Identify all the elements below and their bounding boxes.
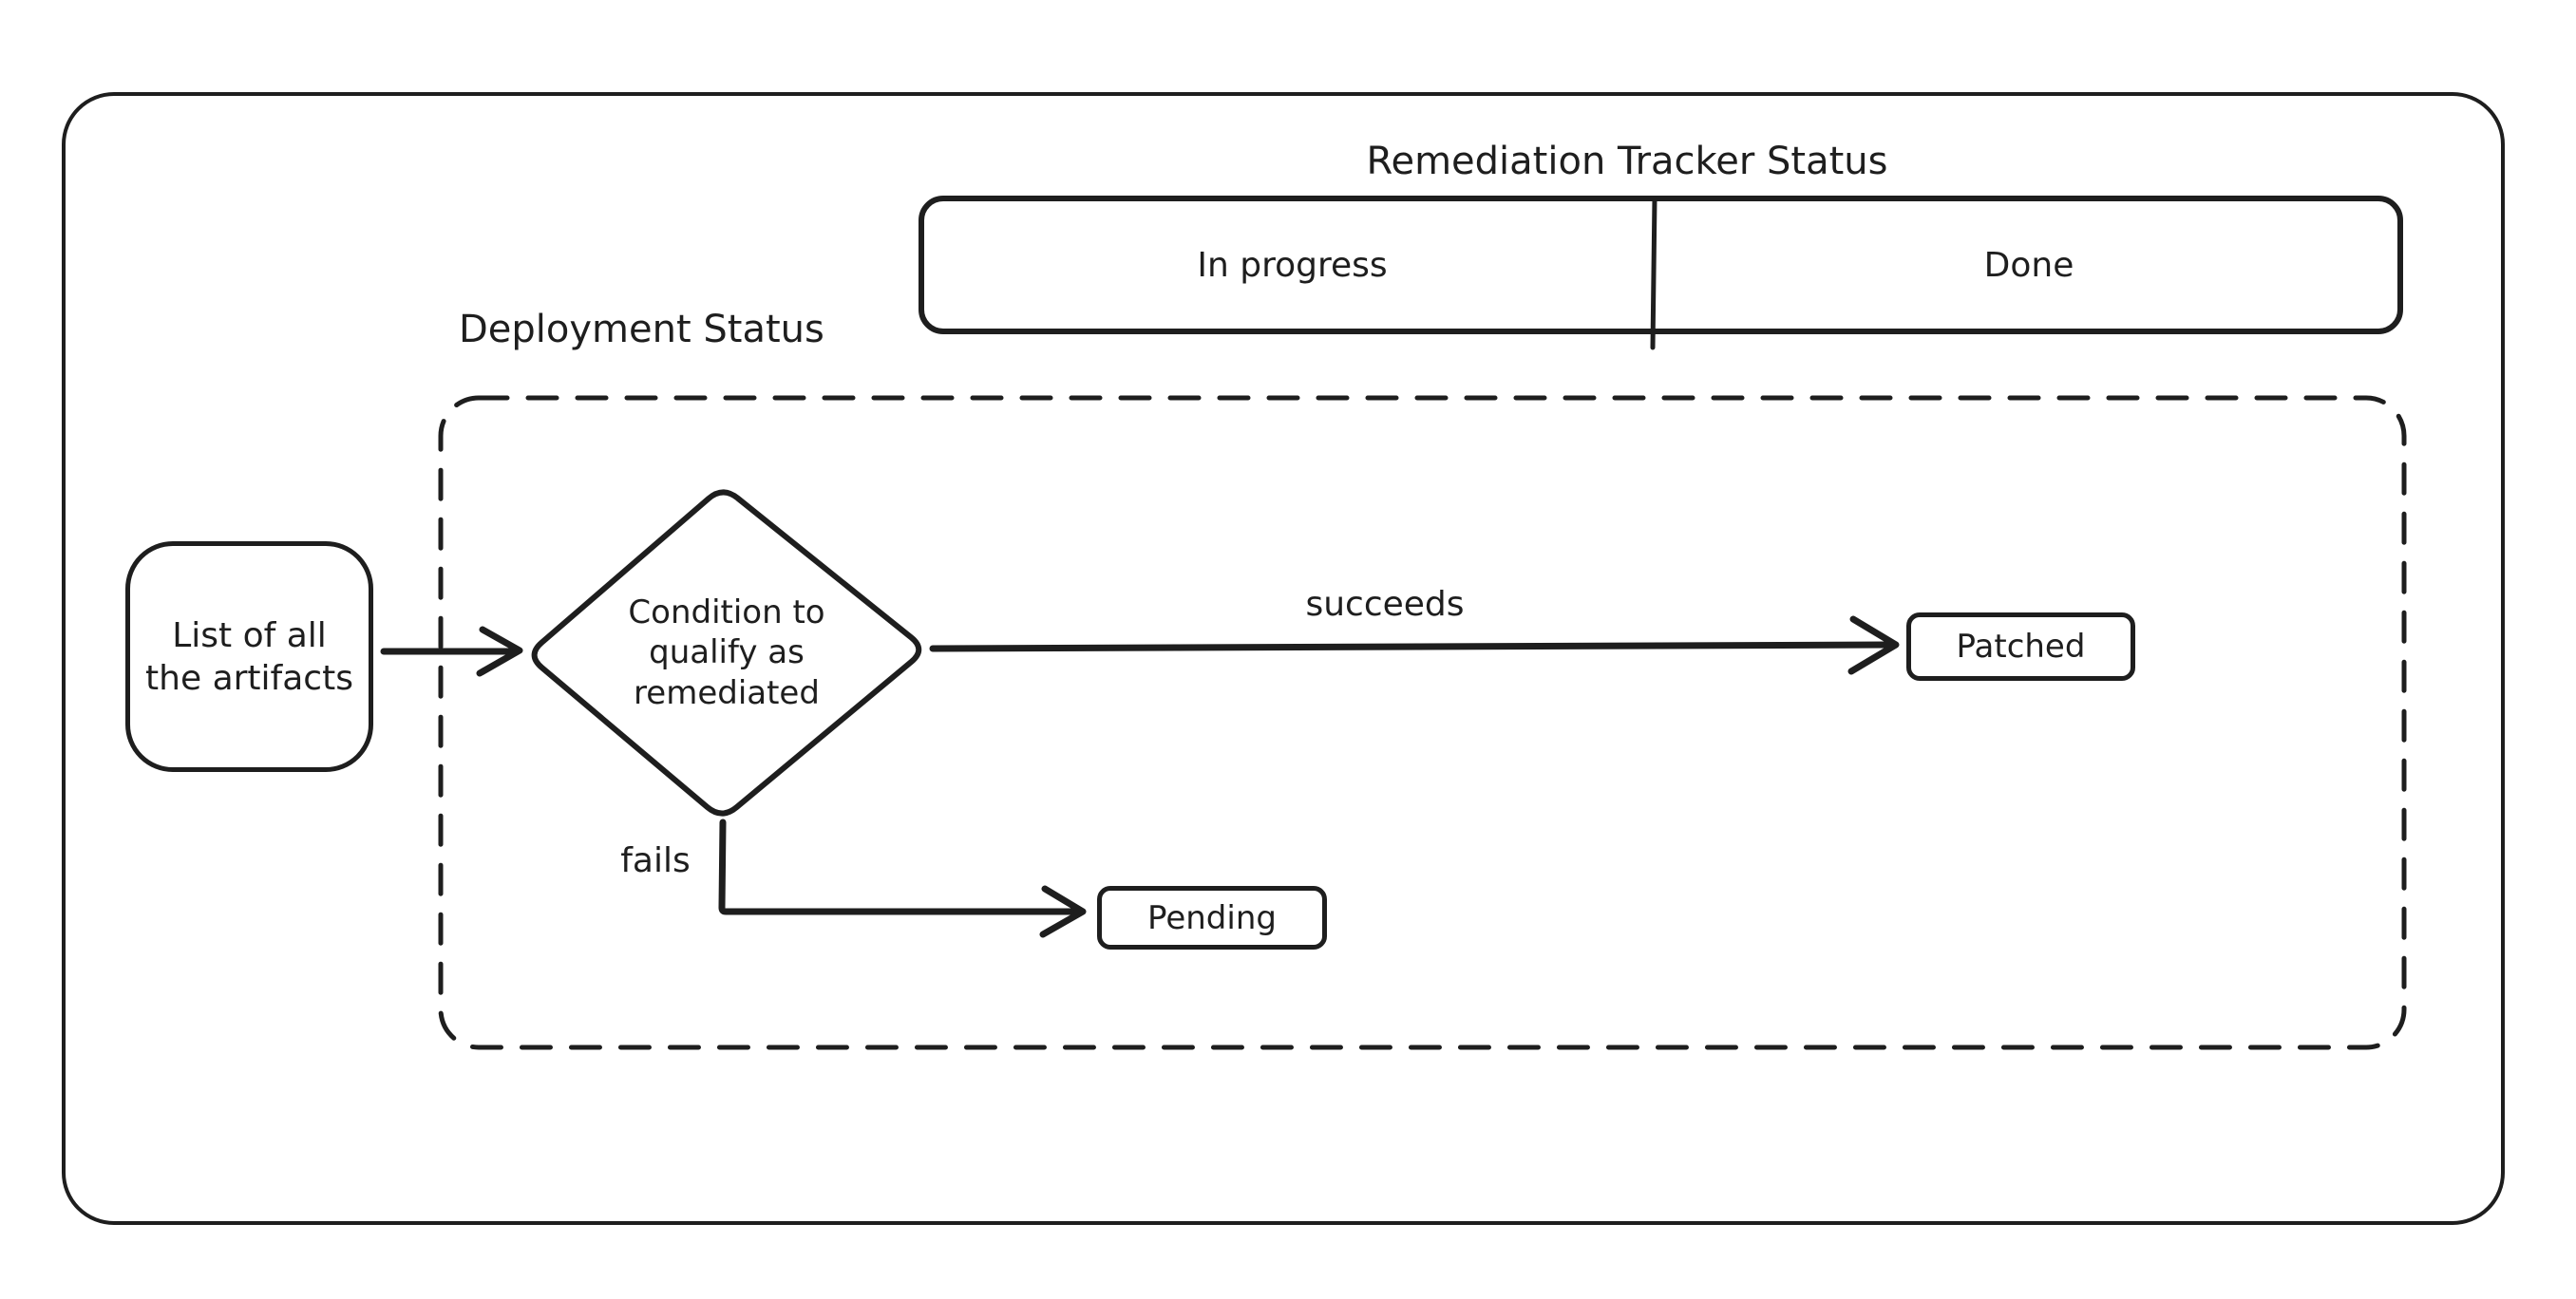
- patched-node-label: Patched: [1956, 628, 2086, 666]
- pending-node: Pending: [1097, 886, 1327, 950]
- tracker-cell-done: Done: [1660, 201, 2397, 329]
- tracker-cell-in-progress-label: In progress: [1197, 245, 1388, 285]
- artifacts-source-label: List of all the artifacts: [145, 615, 353, 698]
- decision-label: Condition to qualify as remediated: [527, 486, 926, 819]
- tracker-status-bar: In progress Done: [919, 196, 2403, 334]
- succeeds-edge-label: succeeds: [1305, 585, 1465, 624]
- decision-label-text: Condition to qualify as remediated: [628, 593, 825, 712]
- deployment-status-label: Deployment Status: [459, 308, 824, 351]
- fails-edge-label: fails: [620, 841, 691, 880]
- artifacts-source-node: List of all the artifacts: [125, 541, 373, 772]
- tracker-cell-done-label: Done: [1983, 245, 2074, 285]
- outer-frame: [62, 92, 2505, 1225]
- pending-node-label: Pending: [1147, 898, 1277, 937]
- tracker-cell-in-progress: In progress: [924, 201, 1660, 329]
- tracker-title: Remediation Tracker Status: [1366, 140, 1888, 183]
- patched-node: Patched: [1906, 612, 2135, 681]
